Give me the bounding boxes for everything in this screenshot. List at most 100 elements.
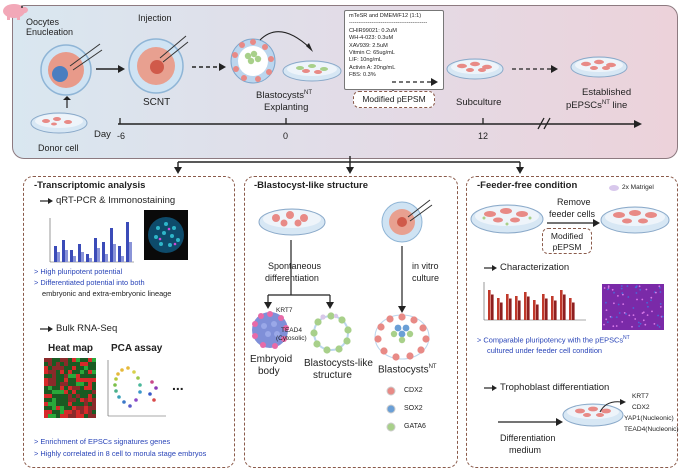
stain-dot <box>659 306 662 308</box>
heatmap-cell <box>44 390 48 394</box>
heatmap-cell <box>76 366 80 370</box>
heatmap-cell <box>88 406 92 410</box>
modified-pepsm-box: Modified pEPSM <box>542 228 592 254</box>
chart-bar <box>518 300 521 320</box>
finding-text: > Enrichment of EPSCs signatures genes <box>34 437 171 446</box>
heatmap-cell <box>88 398 92 402</box>
stain-dot <box>605 309 608 311</box>
stain-dot <box>605 301 607 304</box>
cytosolic-label: (Cytosolic) <box>276 335 307 342</box>
heatmap-cell <box>64 374 68 378</box>
legend-swatch-cdx2 <box>386 386 396 396</box>
heatmap-cell <box>68 410 72 414</box>
day-tick-label: -6 <box>117 131 126 141</box>
media-header: mTeSR and DMEM/F12 (1:1) <box>349 13 422 19</box>
heatmap-cell <box>52 374 56 378</box>
stain-dot <box>655 291 657 294</box>
heatmap-cell <box>48 402 52 406</box>
heatmap-cell <box>44 414 48 418</box>
chart-bar <box>551 296 554 320</box>
heatmap-cell <box>92 386 96 390</box>
heatmap-cell <box>48 410 52 414</box>
heatmap-cell <box>60 374 64 378</box>
heatmap-cell <box>68 414 72 418</box>
heatmap-cell <box>64 402 68 406</box>
stain-dot <box>635 286 638 289</box>
stain-dot <box>607 287 610 289</box>
media-divider: ----------------------------------------… <box>349 20 428 27</box>
stain-dot <box>626 285 629 287</box>
heatmap-cell <box>48 390 52 394</box>
blastocysts-nt-label: BlastocystsNT <box>378 364 437 376</box>
heatmap-cell <box>44 362 48 366</box>
established-label: Established <box>582 87 632 98</box>
in-vitro-label: in vitro <box>412 261 439 271</box>
heatmap-cell <box>80 382 84 386</box>
heatmap-cell <box>56 374 60 378</box>
feeder-dish <box>470 204 544 234</box>
heatmap-cell <box>88 370 92 374</box>
finding-text: > Comparable pluripotency with the pEPSC… <box>477 335 630 345</box>
heatmap-cell <box>52 394 56 398</box>
heatmap-cell <box>76 386 80 390</box>
legend-label-cdx2: CDX2 <box>404 387 423 394</box>
heatmap-cell <box>60 358 64 362</box>
arrow-icon <box>40 326 53 332</box>
branch-connector <box>174 156 524 174</box>
stain-dot <box>607 285 610 288</box>
chart-bar <box>515 296 518 320</box>
heatmap-image <box>44 358 96 418</box>
finding-text: > High pluripotent potential <box>34 267 123 276</box>
stain-dot <box>638 325 640 328</box>
characterization-stain-image <box>602 284 664 330</box>
marker-label: YAP1(Nucleonic) <box>624 415 674 422</box>
stain-dot <box>642 311 645 314</box>
heatmap-cell <box>64 390 68 394</box>
stain-dot <box>646 301 648 304</box>
stain-dot <box>650 299 652 302</box>
chart-bar <box>524 292 527 320</box>
heatmap-cell <box>72 394 76 398</box>
stain-dot <box>606 321 609 323</box>
heatmap-cell <box>60 370 64 374</box>
heatmap-cell <box>72 382 76 386</box>
heatmap-cell <box>64 378 68 382</box>
marker-label: CDX2 <box>632 404 650 411</box>
stain-dot <box>636 298 638 301</box>
stain-dot <box>611 288 614 291</box>
heatmap-cell <box>72 378 76 382</box>
heatmap-cell <box>56 386 60 390</box>
heatmap-cell <box>52 378 56 382</box>
arrow-icon <box>484 385 497 391</box>
tead4-label: TEAD4 <box>281 327 302 334</box>
heatmap-cell <box>92 410 96 414</box>
heatmap-cell <box>72 402 76 406</box>
heatmap-cell <box>80 390 84 394</box>
heatmap-cell <box>68 362 72 366</box>
heatmap-cell <box>64 406 68 410</box>
heatmap-cell <box>76 414 80 418</box>
stain-dot <box>622 303 625 305</box>
heatmap-cell <box>68 402 72 406</box>
heatmap-cell <box>56 406 60 410</box>
stain-dot <box>625 313 627 315</box>
heatmap-cell <box>92 414 96 418</box>
heatmap-cell <box>68 374 72 378</box>
explanting-dish <box>282 60 342 82</box>
heatmap-cell <box>52 398 56 402</box>
marker-label: TEAD4(Nucleonic) <box>624 426 679 433</box>
stain-dot <box>628 314 631 317</box>
stain-dot <box>638 285 641 288</box>
heatmap-cell <box>84 414 88 418</box>
heatmap-cell <box>44 374 48 378</box>
heatmap-cell <box>80 414 84 418</box>
heatmap-cell <box>56 398 60 402</box>
pca-plot-image <box>107 360 166 417</box>
heatmap-cell <box>76 374 80 378</box>
legend-swatch-sox2 <box>386 404 396 414</box>
heatmap-cell <box>44 394 48 398</box>
arrow-icon <box>40 198 53 204</box>
heatmap-cell <box>88 378 92 382</box>
heatmap-cell <box>52 402 56 406</box>
heatmap-cell <box>92 402 96 406</box>
